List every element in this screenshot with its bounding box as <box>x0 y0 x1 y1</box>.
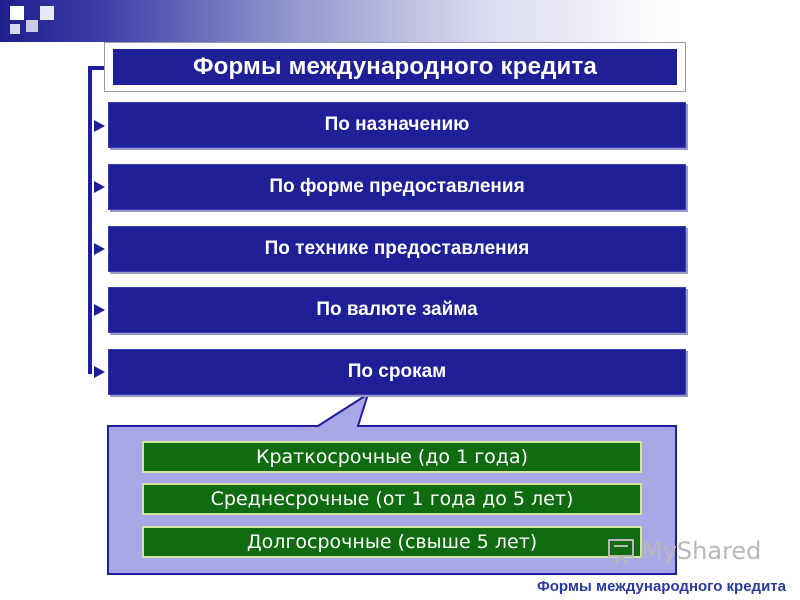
term-type-box: Долгосрочные (свыше 5 лет) <box>142 526 642 558</box>
presentation-icon <box>608 539 634 565</box>
decorative-square <box>10 24 20 34</box>
term-type-label: Краткосрочные (до 1 года) <box>255 446 528 468</box>
bracket-vertical-line <box>88 66 92 374</box>
category-label: По срокам <box>347 361 447 382</box>
category-box: По срокам <box>108 349 686 395</box>
arrow-icon <box>94 120 105 132</box>
arrow-icon <box>94 366 105 378</box>
term-type-label: Долгосрочные (свыше 5 лет) <box>246 531 538 553</box>
footer-caption: Формы международного кредита <box>536 578 786 595</box>
category-label: По валюте займа <box>316 299 478 320</box>
diagram-title-bar: Формы международного кредита <box>113 49 677 85</box>
decorative-square <box>26 20 38 32</box>
watermark-text: MyShared <box>642 537 762 565</box>
top-decorative-strip <box>0 0 800 42</box>
term-type-box: Среднесрочные (от 1 года до 5 лет) <box>142 483 642 515</box>
watermark: MyShared <box>606 536 761 566</box>
arrow-icon <box>94 181 105 193</box>
category-box: По валюте займа <box>108 287 686 333</box>
category-box: По форме предоставления <box>108 164 686 210</box>
arrow-icon <box>94 304 105 316</box>
arrow-icon <box>94 243 105 255</box>
category-label: По технике предоставления <box>264 238 530 259</box>
category-box: По назначению <box>108 102 686 148</box>
decorative-square <box>10 6 24 20</box>
decorative-square <box>40 6 54 20</box>
category-label: По назначению <box>324 114 470 135</box>
diagram-title-box: Формы международного кредита <box>104 42 686 92</box>
category-label: По форме предоставления <box>269 176 525 197</box>
term-type-label: Среднесрочные (от 1 года до 5 лет) <box>210 488 574 510</box>
diagram-title: Формы международного кредита <box>192 53 598 80</box>
bracket-top-line <box>88 66 106 70</box>
category-box: По технике предоставления <box>108 226 686 272</box>
term-type-box: Краткосрочные (до 1 года) <box>142 441 642 473</box>
